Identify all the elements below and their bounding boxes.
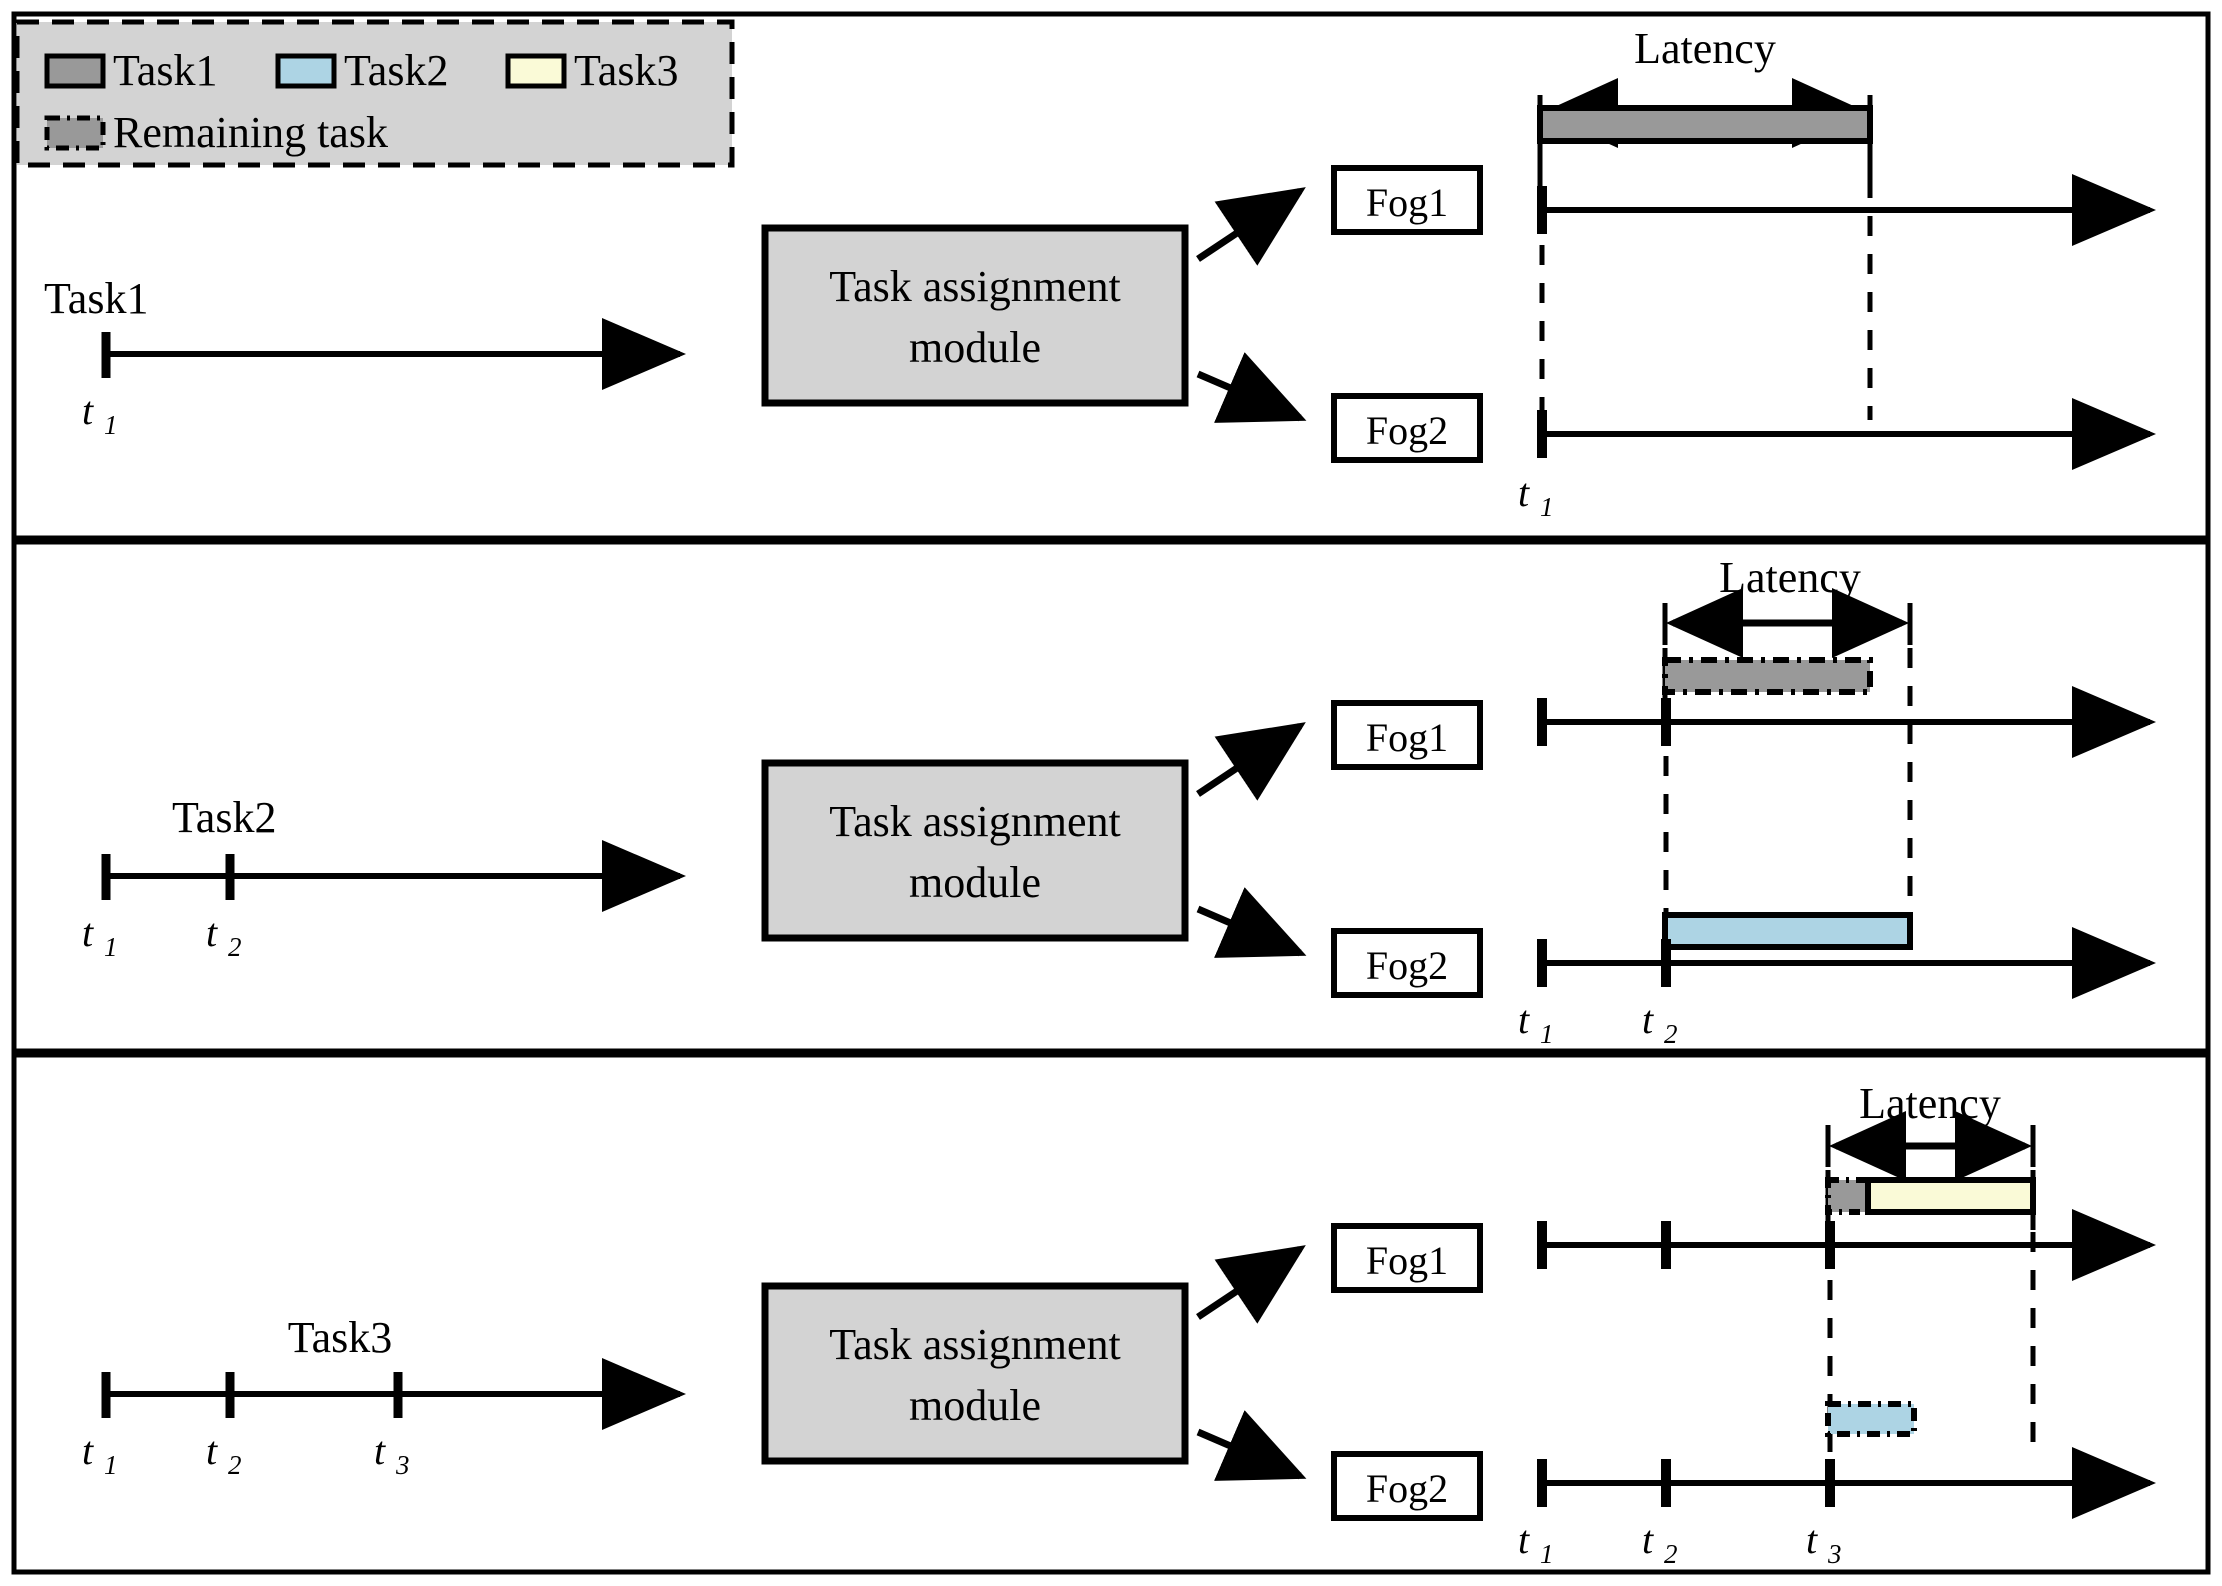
panel-3-fog2-label: Fog2 xyxy=(1366,1466,1448,1511)
legend-label-task3: Task3 xyxy=(574,46,678,95)
panel-1-task-assignment-module xyxy=(761,224,1189,407)
panel-3-arrival-tick-sub-t3: 3 xyxy=(395,1450,410,1480)
panel-3: Task3 t 1 t 2 t 3 Task assignment module… xyxy=(82,1079,2156,1569)
panel-3-arrival-tick-label-t3: t xyxy=(374,1428,386,1473)
panel-1-fog1-label: Fog1 xyxy=(1366,180,1448,225)
figure-outer-frame xyxy=(11,11,2211,1575)
panel-2-arrival-label: Task2 xyxy=(172,793,276,842)
panel-3-arrow-to-fog2 xyxy=(1196,1410,1307,1481)
panel-3-arrival-tick-label-t2: t xyxy=(206,1428,218,1473)
legend-label-task1: Task1 xyxy=(113,46,217,95)
panel-2-module-line1: Task assignment xyxy=(829,797,1120,846)
panel-2-task-assignment-module xyxy=(761,759,1189,942)
panel-3-fog2-tick-sub-t1: 1 xyxy=(1540,1539,1554,1569)
panel-2-fog1-bar-remaining-task1 xyxy=(1662,657,1873,695)
panel-1-arrival-label: Task1 xyxy=(44,274,148,323)
panel-2-fog2-label: Fog2 xyxy=(1366,943,1448,988)
panel-3-fog1-label: Fog1 xyxy=(1366,1238,1448,1283)
panel-1-fog2-label: Fog2 xyxy=(1366,408,1448,453)
panel-1: Task1 t 1 Task assignment module Fog1 Fo… xyxy=(44,24,2156,522)
legend-label-task2: Task2 xyxy=(344,46,448,95)
panel-1-module-line1: Task assignment xyxy=(829,262,1120,311)
legend: Task1 Task2 Task3 Remaining task xyxy=(14,19,735,168)
panel-1-fog2-tick-label-t1: t xyxy=(1518,470,1530,515)
legend-swatch-remaining xyxy=(44,115,106,151)
legend-swatch-task1 xyxy=(44,53,106,89)
panel-3-module-line1: Task assignment xyxy=(829,1320,1120,1369)
panel-2-arrival-tick-label-t1: t xyxy=(82,910,94,955)
panel-1-arrival-tick-label-t1: t xyxy=(82,388,94,433)
panel-3-fog2-tick-sub-t3: 3 xyxy=(1827,1539,1842,1569)
panel-1-module-line2: module xyxy=(909,323,1041,372)
panel-2-fog1-label: Fog1 xyxy=(1366,715,1448,760)
panel-3-arrow-to-fog1 xyxy=(1196,1245,1306,1324)
panel-2-arrival-tick-sub-t2: 2 xyxy=(228,932,242,962)
panel-3-module-line2: module xyxy=(909,1381,1041,1430)
panel-2-latency-label: Latency xyxy=(1719,553,1861,602)
panel-3-fog2-tick-label-t1: t xyxy=(1518,1517,1530,1562)
panel-3-fog1-bar-remaining-task1 xyxy=(1825,1177,1873,1215)
panel-3-arrival-tick-sub-t1: 1 xyxy=(104,1450,118,1480)
panel-3-task-assignment-module xyxy=(761,1282,1189,1465)
panel-3-fog2-box xyxy=(1331,1451,1483,1521)
panel-3-fog1-box xyxy=(1331,1223,1483,1293)
panel-2-arrival-tick-label-t2: t xyxy=(206,910,218,955)
panel-3-arrival-tick-sub-t2: 2 xyxy=(228,1450,242,1480)
panel-1-fog1-box xyxy=(1331,165,1483,235)
panel-2: Task2 t 1 t 2 Task assignment module Fog… xyxy=(82,553,2156,1049)
panel-3-fog1-bar-task3 xyxy=(1865,1177,2036,1215)
panel-2-fog2-tick-sub-t2: 2 xyxy=(1664,1019,1678,1049)
legend-swatch-task3 xyxy=(505,53,567,89)
panel-3-fog2-tick-label-t2: t xyxy=(1642,1517,1654,1562)
panel-3-fog2-bar-remaining-task2 xyxy=(1825,1401,1917,1437)
panel-1-fog2-box xyxy=(1331,393,1483,463)
legend-box xyxy=(14,19,735,168)
panel-2-arrow-to-fog2 xyxy=(1196,887,1307,958)
panel-1-fog2-tick-sub-t1: 1 xyxy=(1540,492,1554,522)
panel-1-arrival-tick-sub-t1: 1 xyxy=(104,410,118,440)
panel-3-arrival-label: Task3 xyxy=(288,1313,392,1362)
panel-1-fog1-bar-task1 xyxy=(1537,105,1873,144)
panel-2-fog2-tick-label-t2: t xyxy=(1642,997,1654,1042)
panel-1-arrow-to-fog1 xyxy=(1196,187,1306,266)
panel-2-fog1-box xyxy=(1331,700,1483,770)
panel-2-fog2-box xyxy=(1331,928,1483,998)
panel-1-latency-label: Latency xyxy=(1634,24,1776,73)
panel-2-module-line2: module xyxy=(909,858,1041,907)
panel-2-fog2-tick-sub-t1: 1 xyxy=(1540,1019,1554,1049)
panel-2-fog2-tick-label-t1: t xyxy=(1518,997,1530,1042)
panel-2-arrival-tick-sub-t1: 1 xyxy=(104,932,118,962)
panel-3-arrival-tick-label-t1: t xyxy=(82,1428,94,1473)
panel-2-arrow-to-fog1 xyxy=(1196,722,1306,801)
panel-3-fog2-tick-label-t3: t xyxy=(1806,1517,1818,1562)
panel-3-fog2-tick-sub-t2: 2 xyxy=(1664,1539,1678,1569)
legend-label-remaining: Remaining task xyxy=(113,108,388,157)
legend-swatch-task2 xyxy=(275,53,337,89)
panel-1-arrow-to-fog2 xyxy=(1196,352,1307,423)
panel-3-latency-label: Latency xyxy=(1859,1079,2001,1128)
panel-2-fog2-bar-task2 xyxy=(1662,912,1913,950)
